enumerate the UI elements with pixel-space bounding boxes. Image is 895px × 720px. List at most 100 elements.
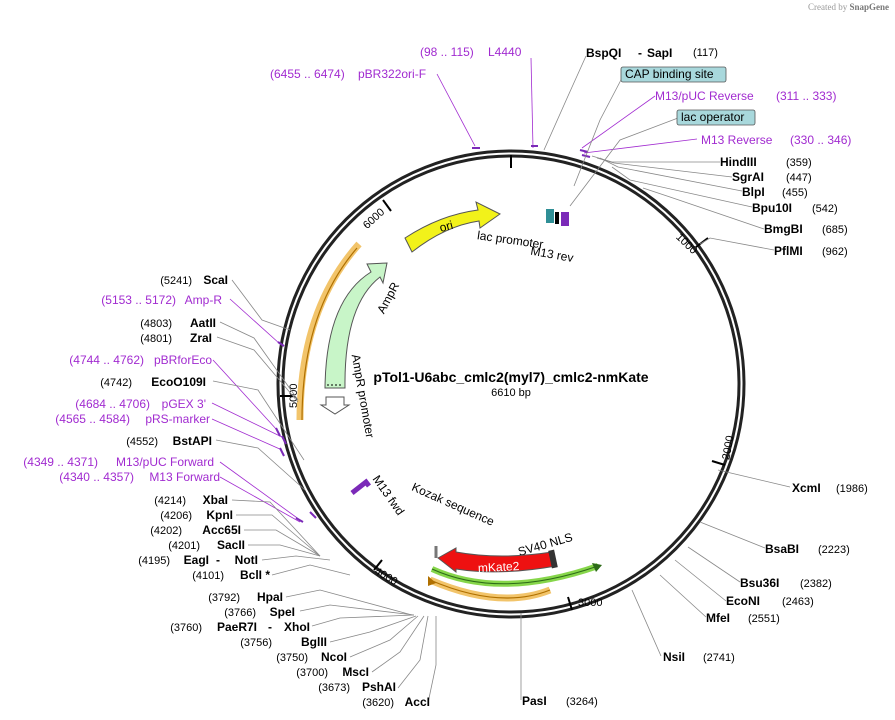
green-arrowhead [592,563,602,572]
enzyme-paer7i-pos: (3760) [170,622,202,634]
enzyme-scai-pos: (5241) [160,275,192,287]
boxed-features: CAP binding site lac operator [569,66,756,207]
enzyme-bsabi-pos: (2223) [818,544,850,556]
primer-pbr322ori-pos: (6455 .. 6474) [270,67,345,81]
enzyme-acc65i-pos: (4202) [150,525,182,537]
sv40-block [548,549,558,569]
primer-labels: (98 .. 115) L4440 (6455 .. 6474) pBR322o… [23,45,851,484]
enzyme-nsii-pos: (2741) [703,652,735,664]
enzyme-leaders-left [212,279,437,704]
enzyme-hpai: HpaI [257,590,283,604]
enzyme-spei: SpeI [270,605,295,619]
primer-pbrforeco: pBRforEco [154,353,212,367]
enzyme-sgrai-pos: (447) [786,172,812,184]
enzyme-bmgbi-pos: (685) [822,224,848,236]
lac-block-3 [561,212,569,226]
primer-m13puc-rev: M13/pUC Reverse [655,89,754,103]
enzyme-bsu36i: Bsu36I [740,576,779,590]
enzyme-msci: MscI [342,665,369,679]
enzyme-blpi: BlpI [742,185,765,199]
cap-binding-box [620,66,727,83]
enzyme-pasi: PasI [522,694,547,708]
tick-4000: 4000 [372,565,399,588]
enzyme-pshai: PshAI [362,680,396,694]
enzyme-mfei: MfeI [706,611,730,625]
m13-fwd-marker [350,478,371,495]
cap-binding-label: CAP binding site [625,67,714,81]
enzyme-leaders-right [520,55,791,700]
enzyme-spei-pos: (3766) [224,607,256,619]
enzyme-bglii-pos: (3756) [240,637,272,649]
snapgene-credit: Created by SnapGene [808,2,889,12]
enzyme-eagi: EagI [184,553,209,567]
enzyme-hindiii-pos: (359) [786,157,812,169]
primer-marks [275,145,591,523]
primer-m13-fwd: M13 Forward [149,470,220,484]
enzyme-sep-sapi: - [638,46,642,60]
ori-label: ori [438,218,455,235]
primer-prs-pos: (4565 .. 4584) [55,412,130,426]
enzyme-bmgbi: BmgBI [764,222,803,236]
enzyme-msci-pos: (3700) [296,667,328,679]
orf-arc-left-line [301,247,358,421]
enzyme-pflmi: PflMI [774,244,803,258]
enzyme-xhoi: XhoI [284,620,310,634]
enzyme-bglii: BglII [301,635,327,649]
enzyme-bsabi: BsaBI [765,542,799,556]
ampr-promoter-label: AmpR promoter [349,353,377,439]
primer-prs: pRS-marker [145,412,210,426]
ampr-arrow [324,262,388,389]
enzyme-xbai-pos: (4214) [154,495,186,507]
enzyme-scai: ScaI [203,273,228,287]
primer-m13puc-fwd: M13/pUC Forward [116,455,214,469]
enzyme-kpni: KpnI [206,508,233,522]
enzyme-noti: NotI [235,553,258,567]
enzyme-sapi: SapI [647,46,672,60]
enzyme-bstapi: BstAPI [173,434,212,448]
enzyme-sep-noti: - [216,553,220,567]
orf-arc-left [296,241,362,421]
enzyme-paer7i: PaeR7I [217,620,257,634]
primer-m13puc-rev-pos: (311 .. 333) [776,89,836,103]
enzyme-blpi-pos: (455) [782,187,808,199]
plasmid-name: pTol1-U6abc_cmlc2(myl7)_cmlc2-nmKate [373,369,648,385]
lac-promoter-block [546,209,554,223]
enzyme-bpu10i: Bpu10I [752,201,792,215]
enzyme-bcli-pos: (4101) [192,570,224,582]
enzyme-bsu36i-pos: (2382) [800,578,832,590]
enzyme-nsii: NsiI [663,650,685,664]
credit-prefix: Created by [808,2,848,12]
enzyme-labels-left: (5241) ScaI (4803) AatII (4801) ZraI (47… [100,273,430,709]
lac-operator-label: lac operator [681,110,744,124]
orf-arc-green-line [431,565,599,585]
primer-leaders [211,57,698,523]
m13-fwd-label: M13 fwd [370,473,407,518]
enzyme-sacii-pos: (4201) [168,540,200,552]
primer-pbrforeco-pos: (4744 .. 4762) [69,353,144,367]
enzyme-bspqi-pos: (117) [693,47,718,59]
enzyme-zrai-pos: (4801) [140,333,172,345]
enzyme-acc65i: Acc65I [202,523,241,537]
enzyme-sacii: SacII [217,538,245,552]
enzyme-hindiii: HindIII [720,155,757,169]
primer-l4440: L4440 [488,45,522,59]
plasmid-length: 6610 bp [491,387,531,399]
enzyme-pshai-pos: (3673) [318,682,350,694]
primer-ampr: Amp-R [185,293,223,307]
lac-operator-box [676,109,756,126]
enzyme-ncoi: NcoI [321,650,347,664]
primer-m13puc-fwd-pos: (4349 .. 4371) [23,455,98,469]
enzyme-xcmi: XcmI [792,481,821,495]
lac-block-2 [555,212,559,224]
enzyme-bstapi-pos: (4552) [126,436,158,448]
enzyme-kpni-pos: (4206) [160,510,192,522]
enzyme-bspqi: BspQI [586,46,621,60]
orf-arc-bottom-line [429,579,551,599]
ori-arrow [404,201,501,253]
ampr-promoter-arrow [319,396,351,415]
enzyme-hpai-pos: (3792) [208,592,240,604]
snapgene-brand: SnapGene [849,2,889,12]
enzyme-econi-pos: (2463) [782,596,814,608]
enzyme-xbai: XbaI [203,493,228,507]
